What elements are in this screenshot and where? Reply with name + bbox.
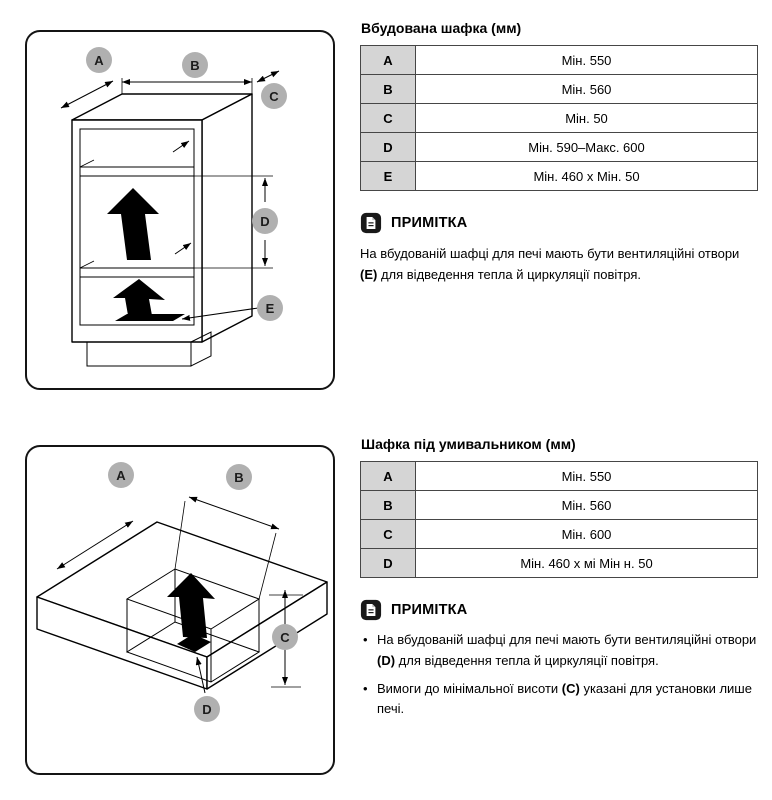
table-cell-key: B [360,490,416,520]
table-title: Шафка під умивальником (мм) [361,436,576,452]
bullet-text-pre: Вимоги до мінімальної висоти [377,680,562,696]
table-cell-value: Мін. 600 [415,519,758,549]
table-cell-key: C [360,519,416,549]
dim-label-c-circle [261,83,287,109]
note-title: ПРИМІТКА [391,215,468,231]
table-cell-value: Мін. 590–Макс. 600 [415,132,758,162]
dimensions-table: A Мін. 550 B Мін. 560 C Мін. 50 D Мін. 5… [360,45,758,191]
dimension-lines [56,496,303,694]
table-cell-key: D [360,548,416,578]
airflow-arrow-middle [107,188,159,260]
note-text-post: для відведення тепла й циркуляції повітр… [377,266,641,282]
cabinet-opening [79,128,195,326]
table-cell-value: Мін. 550 [415,45,758,75]
dim-line-c [256,70,280,83]
dim-label-b: B [234,470,243,485]
dim-label-a-circle [108,462,134,488]
dim-line-b [188,496,280,530]
leader-line-d [195,656,206,694]
note-header: ПРИМІТКА [360,212,758,234]
note-bullet: Вимоги до мінімальної висоти (C) указані… [360,679,758,721]
table-cell-key: E [360,161,416,191]
table-cell-key: C [360,103,416,133]
table-cell-value: Мін. 550 [415,461,758,491]
table-row: C Мін. 50 [360,103,758,133]
built-in-cabinet-section: Вбудована шафка (мм) A Мін. 550 B Мін. 5… [360,20,758,299]
dim-label-d-circle [252,208,278,234]
dim-label-d-circle [194,696,220,722]
dimension-labels: A B C D E [86,47,287,321]
dim-label-b-circle [226,464,252,490]
dim-label-c: C [280,630,290,645]
dim-line-a [60,80,114,109]
bullet-text-post: для відведення тепла й циркуляції повітр… [395,652,659,668]
note-ref-e: (E) [360,266,378,282]
note-title: ПРИМІТКА [391,602,468,618]
leader-line-e [181,307,259,321]
note-bullet: На вбудованій шафці для печі мають бути … [360,630,758,672]
dim-label-c-circle [272,624,298,650]
bullet-text-post: указані для установки лише печі. [377,680,752,717]
table-cell-value: Мін. 460 x Мін. 50 [415,161,758,191]
bullet-ref-c: (C) [561,680,580,696]
dim-label-c: C [269,89,279,104]
table-cell-key: A [360,461,416,491]
table-cell-value: Мін. 560 [415,74,758,104]
note-header: ПРИМІТКА [360,599,758,621]
cavity-bottom [125,621,261,683]
table-row: D Мін. 590–Макс. 600 [360,132,758,162]
under-counter-cabinet-diagram: A B C D [25,445,335,775]
memo-note-icon [360,599,382,621]
dim-label-a: A [94,53,104,68]
table-cell-value: Мін. 560 [415,490,758,520]
plinth-front [86,341,192,367]
dim-label-a: A [116,468,126,483]
memo-note-icon [360,212,382,234]
note-bullet-list: На вбудованій шафці для печі мають бути … [360,630,758,720]
table-row: B Мін. 560 [360,490,758,520]
built-in-cabinet-diagram: A B C D E [25,30,335,390]
dimension-labels: A B C D [108,462,298,722]
under-counter-section: Шафка під умивальником (мм) A Мін. 550 B… [360,436,758,720]
note-text-pre: На вбудованій шафці для печі мають бути … [360,246,740,261]
under-counter-cabinet-drawing: A B C D [36,462,328,722]
table-row: B Мін. 560 [360,74,758,104]
dim-label-e: E [266,301,275,316]
airflow-arrow [167,573,215,638]
dimension-lines [60,70,280,321]
table-cell-key: B [360,74,416,104]
table-cell-value: Мін. 50 [415,103,758,133]
airflow-arrow-bottom [113,279,165,321]
airflow-small-arrow-top [172,140,190,153]
airflow-small-arrow-mid [174,242,192,255]
shelf-lower [79,267,195,278]
table-cell-value: Мін. 460 x мі Мін н. 50 [415,548,758,578]
dim-label-d: D [202,702,211,717]
dimensions-table: A Мін. 550 B Мін. 560 C Мін. 600 D Мін. … [360,461,758,578]
plinth-side [190,331,212,367]
built-in-cabinet-drawing: A B C D E [60,47,287,367]
cabinet-body [71,93,253,367]
dim-label-b-circle [182,52,208,78]
dim-line-a [56,520,134,570]
shelf-upper [79,166,195,177]
table-row: E Мін. 460 x Мін. 50 [360,161,758,191]
table-row: A Мін. 550 [360,45,758,75]
cabinet-right-face [201,93,253,343]
table-row: D Мін. 460 x мі Мін н. 50 [360,548,758,578]
dim-label-a-circle [86,47,112,73]
dim-label-e-circle [257,295,283,321]
table-cell-key: D [360,132,416,162]
airflow-arrows [107,140,192,321]
vent-slot [177,634,211,652]
dim-label-b: B [190,58,199,73]
dim-label-d: D [260,214,269,229]
table-title: Вбудована шафка (мм) [361,20,522,36]
table-row: A Мін. 550 [360,461,758,491]
bullet-text-pre: На вбудованій шафці для печі мають бути … [377,632,757,647]
bullet-ref-d: (D) [377,652,396,668]
table-cell-key: A [360,45,416,75]
note-text: На вбудованій шафці для печі мають бути … [360,244,758,286]
table-row: C Мін. 600 [360,519,758,549]
